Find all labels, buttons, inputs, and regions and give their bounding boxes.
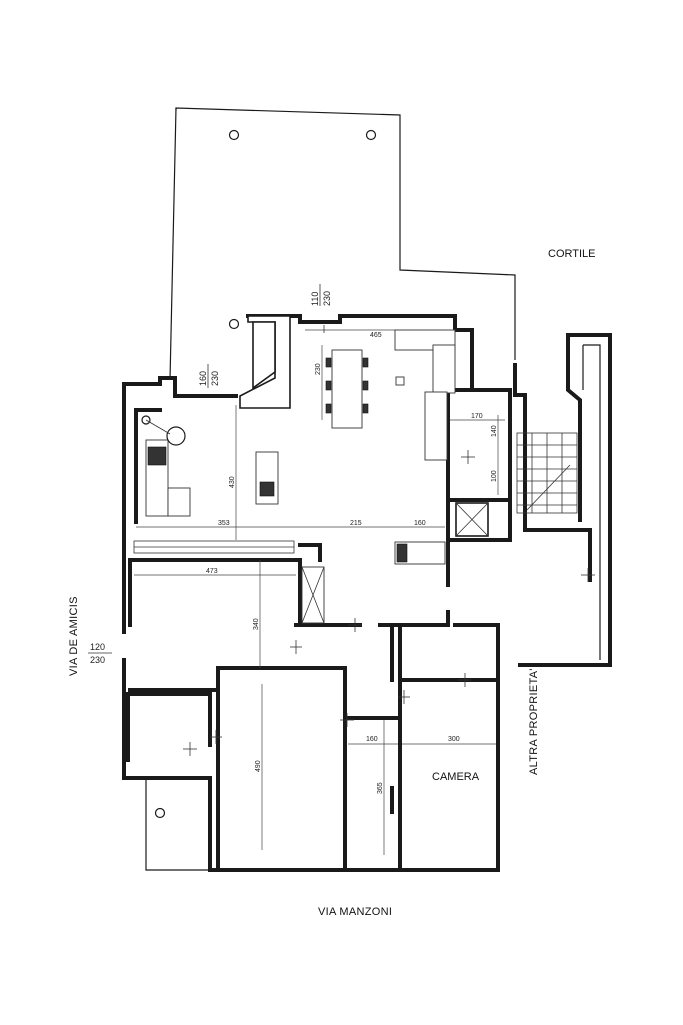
living-furniture bbox=[141, 415, 279, 517]
terrace-column bbox=[228, 129, 240, 141]
dim-170: 170 bbox=[471, 413, 483, 420]
interior-walls bbox=[126, 543, 500, 872]
dim-353: 353 bbox=[218, 520, 230, 527]
door-marks bbox=[183, 325, 595, 756]
label-via-manzoni: VIA MANZONI bbox=[318, 906, 392, 918]
stair-treads bbox=[516, 432, 578, 514]
dim-490: 490 bbox=[255, 760, 262, 772]
svg-text:230: 230 bbox=[210, 371, 220, 386]
dim-340: 340 bbox=[253, 618, 260, 630]
label-via-de-amicis: VIA DE AMICIS bbox=[68, 596, 80, 676]
svg-text:120: 120 bbox=[90, 642, 105, 652]
terrace-outline bbox=[169, 107, 516, 381]
terrace-column bbox=[154, 807, 166, 819]
kitchen-units bbox=[301, 329, 456, 624]
dim-465: 465 bbox=[370, 332, 382, 339]
window-dim-side: 120 230 bbox=[88, 642, 112, 665]
label-altra-proprieta: ALTRA PROPRIETA' bbox=[528, 668, 540, 775]
label-camera: CAMERA bbox=[432, 771, 480, 783]
stair-block bbox=[446, 333, 612, 667]
dim-300: 300 bbox=[448, 736, 460, 743]
dim-100: 100 bbox=[491, 470, 498, 482]
elevator-shaft bbox=[455, 502, 489, 537]
label-cortile: CORTILE bbox=[548, 248, 595, 260]
dim-365: 365 bbox=[377, 782, 384, 794]
dim-160b: 160 bbox=[366, 736, 378, 743]
svg-text:230: 230 bbox=[322, 291, 332, 306]
dining-table bbox=[325, 349, 369, 429]
outer-walls bbox=[122, 314, 500, 872]
terrace-column bbox=[365, 129, 377, 141]
dim-473: 473 bbox=[206, 568, 218, 575]
dim-430: 430 bbox=[229, 476, 236, 488]
lower-terrace-outline bbox=[145, 778, 210, 871]
dim-140: 140 bbox=[491, 425, 498, 437]
svg-text:230: 230 bbox=[90, 655, 105, 665]
window-dim-left: 160 230 bbox=[198, 364, 220, 388]
terrace-column bbox=[228, 318, 240, 330]
dim-215: 215 bbox=[350, 520, 362, 527]
chimney-inner bbox=[252, 321, 276, 390]
svg-text:110: 110 bbox=[310, 292, 320, 306]
dim-230: 230 bbox=[315, 363, 322, 375]
dim-160a: 160 bbox=[414, 520, 426, 527]
svg-text:160: 160 bbox=[198, 371, 208, 386]
dimension-lines bbox=[134, 329, 505, 855]
pillar bbox=[395, 376, 405, 386]
window-dim-top: 110 230 bbox=[310, 284, 332, 306]
